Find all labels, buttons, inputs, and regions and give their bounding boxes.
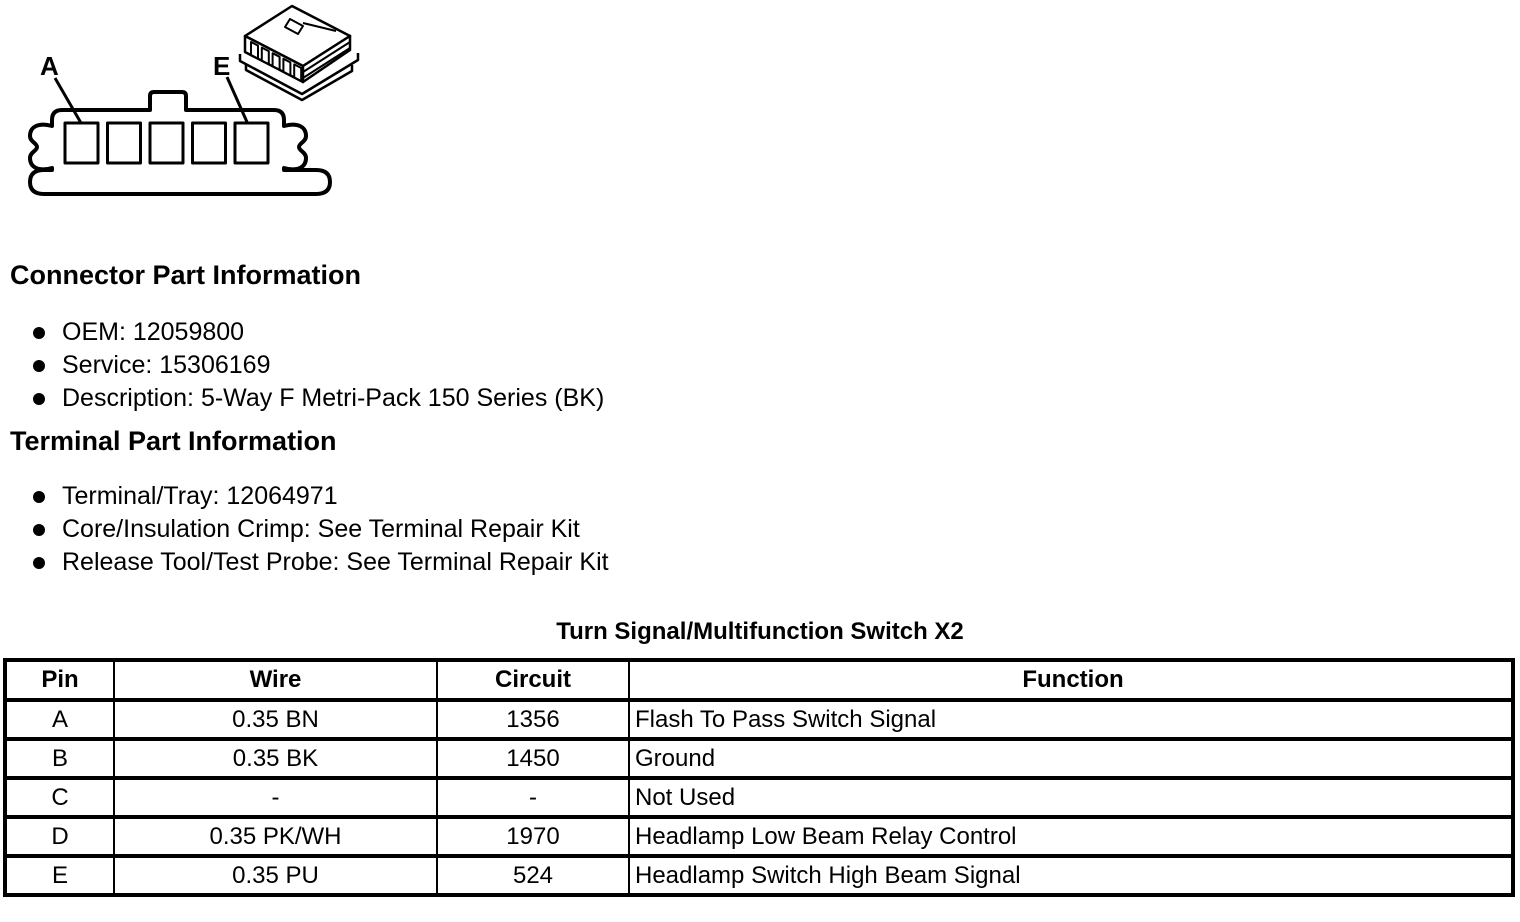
list-item: Core/Insulation Crimp: See Terminal Repa…: [33, 513, 609, 546]
list-item-text: OEM: 12059800: [62, 318, 245, 346]
iso-skirt: [238, 53, 360, 96]
terminal-part-info-heading: Terminal Part Information: [10, 426, 337, 456]
iso-ridge-line: [302, 41, 351, 73]
circuit-header: Circuit: [436, 658, 630, 702]
cavity-d: [191, 121, 227, 165]
iso-lock-tab: [284, 18, 304, 35]
terminal-part-info-list: Terminal/Tray: 12064971 Core/Insulation …: [33, 480, 609, 579]
list-item: Description: 5-Way F Metri-Pack 150 Seri…: [33, 382, 604, 415]
iso-slot: [271, 52, 281, 71]
wire-cell: -: [113, 776, 438, 819]
table-row: A 0.35 BN 1356 Flash To Pass Switch Sign…: [4, 698, 1514, 741]
list-item-text: Description: 5-Way F Metri-Pack 150 Seri…: [62, 384, 605, 412]
list-item: Service: 15306169: [33, 349, 604, 382]
function-cell: Flash To Pass Switch Signal: [628, 698, 1514, 741]
table-header-row: Pin Wire Circuit Function: [4, 658, 1514, 702]
leader-line-e: [225, 76, 249, 123]
pin-cell: E: [4, 854, 115, 897]
wire-cell: 0.35 BK: [113, 737, 438, 780]
pin-cell: D: [4, 815, 115, 858]
leader-line-a: [53, 77, 83, 124]
table-row: E 0.35 PU 524 Headlamp Switch High Beam …: [4, 854, 1514, 897]
list-item: Release Tool/Test Probe: See Terminal Re…: [33, 546, 609, 579]
list-item: OEM: 12059800: [33, 316, 604, 349]
iso-skirt-lower: [244, 64, 354, 102]
table-row: C - - Not Used: [4, 776, 1514, 819]
table-title: Turn Signal/Multifunction Switch X2: [556, 618, 964, 645]
list-item-text: Release Tool/Test Probe: See Terminal Re…: [62, 548, 609, 576]
function-cell: Ground: [628, 737, 1514, 780]
circuit-cell: 1970: [436, 815, 630, 858]
pin-cell: C: [4, 776, 115, 819]
bullet-icon: [33, 392, 45, 405]
bullet-icon: [33, 326, 45, 339]
pinout-table: Pin Wire Circuit Function A 0.35 BN 1356…: [3, 658, 1515, 897]
pin-cell: A: [4, 698, 115, 741]
wire-cell: 0.35 PK/WH: [113, 815, 438, 858]
cavity-b: [106, 121, 142, 165]
iso-slot: [282, 57, 292, 77]
circuit-cell: -: [436, 776, 630, 819]
function-cell: Headlamp Low Beam Relay Control: [628, 815, 1514, 858]
bullet-icon: [33, 556, 45, 569]
circuit-cell: 1450: [436, 737, 630, 780]
function-cell: Headlamp Switch High Beam Signal: [628, 854, 1514, 897]
connector-front-view: [28, 90, 332, 196]
bullet-icon: [33, 490, 45, 503]
bullet-icon: [33, 523, 45, 536]
cavity-a: [63, 121, 100, 165]
list-item-text: Core/Insulation Crimp: See Terminal Repa…: [62, 515, 580, 543]
pin-cell: B: [4, 737, 115, 780]
list-item: Terminal/Tray: 12064971: [33, 480, 609, 513]
connector-part-info-heading: Connector Part Information: [10, 260, 362, 290]
bullet-icon: [33, 359, 45, 372]
connector-part-info-list: OEM: 12059800 Service: 15306169 Descript…: [33, 316, 604, 415]
connector-iso-view: [238, 4, 360, 102]
cavity-e: [233, 121, 270, 165]
iso-slot: [250, 41, 259, 60]
connector-diagram: A E: [28, 4, 360, 196]
function-header: Function: [628, 658, 1514, 702]
list-item-text: Service: 15306169: [62, 351, 271, 379]
iso-groove-line: [302, 22, 337, 32]
pin-label-e: E: [213, 51, 230, 81]
pin-header: Pin: [4, 658, 115, 702]
circuit-cell: 1356: [436, 698, 630, 741]
cavity-c: [148, 121, 185, 165]
list-item-text: Terminal/Tray: 12064971: [62, 482, 338, 510]
iso-slot: [293, 63, 303, 82]
wire-cell: 0.35 BN: [113, 698, 438, 741]
pin-label-a: A: [40, 51, 59, 81]
table-row: D 0.35 PK/WH 1970 Headlamp Low Beam Rela…: [4, 815, 1514, 858]
iso-slot: [260, 46, 270, 66]
function-cell: Not Used: [628, 776, 1514, 819]
iso-ridge-line: [302, 47, 351, 79]
wire-cell: 0.35 PU: [113, 854, 438, 897]
table-row: B 0.35 BK 1450 Ground: [4, 737, 1514, 780]
wire-header: Wire: [113, 658, 438, 702]
circuit-cell: 524: [436, 854, 630, 897]
